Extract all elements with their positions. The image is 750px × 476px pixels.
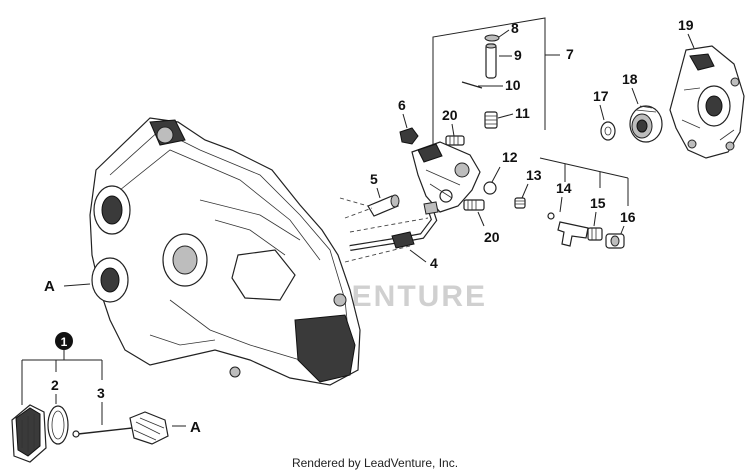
bracket-relief-valve [539, 157, 629, 179]
callout-2: 2 [51, 377, 59, 393]
credit-text: Rendered by LeadVenture, Inc. [291, 456, 459, 470]
callout-12: 12 [502, 149, 518, 165]
leader-a-crankcase [63, 283, 91, 287]
part-bolt-upper[interactable] [445, 135, 465, 146]
callout-20-upper: 20 [442, 107, 458, 123]
part-pump-housing[interactable] [411, 141, 481, 213]
part-pin[interactable] [485, 43, 497, 79]
part-bolt-lower[interactable] [463, 199, 485, 211]
ref-label-a-crankcase: A [44, 278, 55, 295]
part-small-spring[interactable] [514, 197, 526, 209]
part-seal-cap[interactable] [629, 105, 663, 143]
part-dipstick[interactable] [72, 411, 169, 445]
part-oil-line[interactable] [349, 201, 439, 251]
callout-3: 3 [97, 385, 105, 401]
callout-20-lower: 20 [484, 229, 500, 245]
callout-4: 4 [430, 255, 438, 271]
callout-11: 11 [515, 105, 530, 121]
part-spring[interactable] [484, 111, 498, 129]
dashed-guides [339, 197, 429, 263]
part-fitting[interactable] [399, 127, 419, 145]
callout-6: 6 [398, 97, 406, 113]
bracket-7 [432, 17, 546, 148]
part-relief-cap[interactable] [605, 233, 625, 249]
callout-17: 17 [593, 88, 609, 104]
part-relief-ball[interactable] [547, 212, 555, 220]
part-relief-plunger[interactable] [557, 221, 589, 247]
kit-marker: 1 [55, 332, 73, 350]
callout-13: 13 [526, 167, 542, 183]
callout-14: 14 [556, 180, 572, 196]
callout-9: 9 [514, 47, 522, 63]
callout-16: 16 [620, 209, 636, 225]
part-washer[interactable] [600, 121, 616, 141]
callout-5: 5 [370, 171, 378, 187]
crankcase-half[interactable] [89, 117, 361, 386]
kit-marker-number: 1 [61, 335, 68, 349]
part-ball[interactable] [483, 181, 497, 195]
callout-15: 15 [590, 195, 606, 211]
callout-18: 18 [622, 71, 638, 87]
callout-7: 7 [566, 46, 574, 62]
part-relief-spring[interactable] [587, 227, 603, 241]
part-nozzle[interactable] [367, 194, 400, 217]
part-side-cover[interactable] [669, 45, 745, 159]
part-plug[interactable] [11, 404, 47, 463]
callout-8: 8 [511, 20, 519, 36]
callout-10: 10 [505, 77, 521, 93]
part-oring[interactable] [47, 405, 69, 445]
ref-label-a-strainer: A [190, 419, 201, 436]
part-clip[interactable] [484, 34, 500, 42]
callout-19: 19 [678, 17, 694, 33]
part-shaft-pin[interactable] [461, 81, 483, 89]
